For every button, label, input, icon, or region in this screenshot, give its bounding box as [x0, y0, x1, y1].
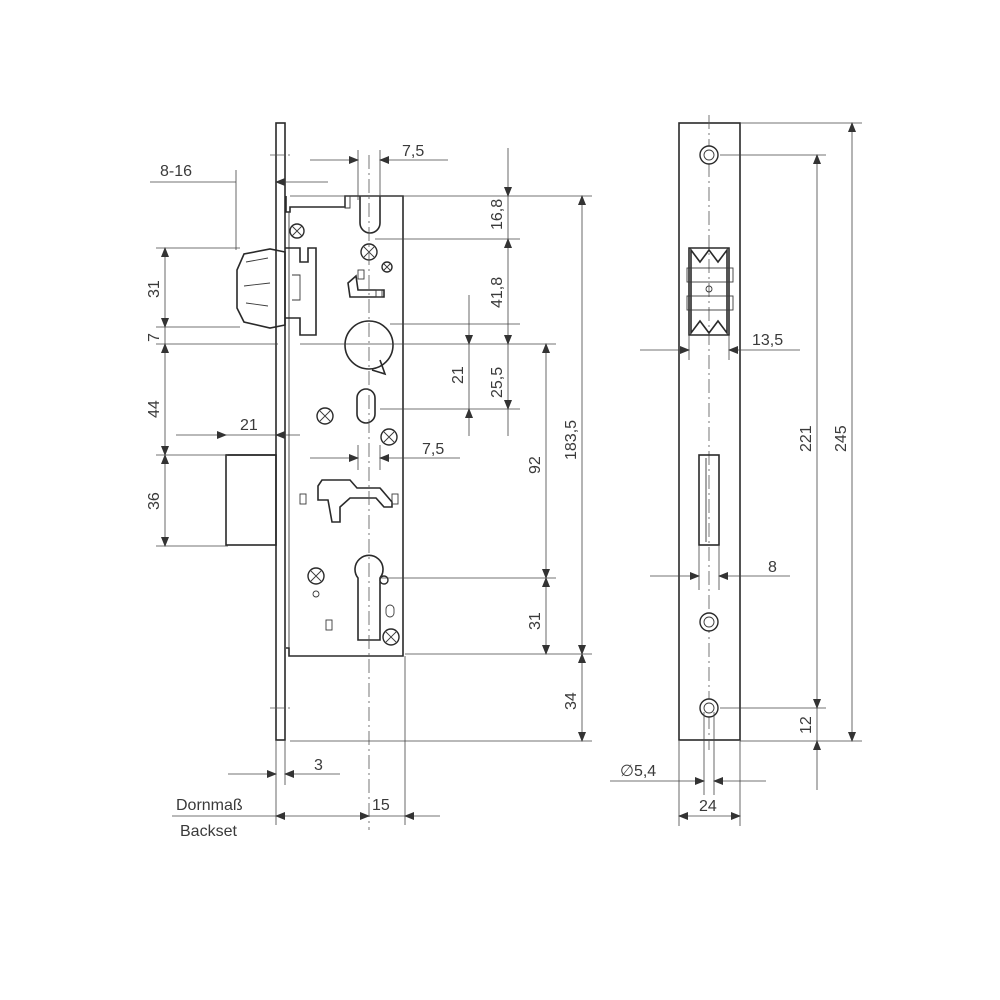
faceplate-front [678, 122, 741, 741]
faceplate-side [275, 122, 286, 741]
handle-hub [344, 320, 394, 376]
follower-slot [359, 196, 381, 234]
dim-follower-offset-mid: 7,5 [422, 441, 444, 458]
screw-icon [289, 223, 305, 239]
dim-faceplate-width: 24 [699, 798, 717, 815]
dim-hole-to-bottom: 12 [798, 716, 815, 734]
deadbolt-opening [698, 454, 720, 546]
dim-hole-offset-top: 13,5 [752, 332, 783, 349]
side-view-dimensions: 8-16 7,5 16,8 41,8 21 25,5 92 31 183,5 3… [146, 143, 592, 840]
dim-cylinder-to-case-bottom: 31 [527, 612, 544, 630]
dim-handle-to-cylinder: 92 [527, 456, 544, 474]
dim-gap-latch-deadbolt: 7 [146, 333, 163, 342]
dim-slot-height: 25,5 [489, 367, 506, 398]
dim-faceplate-length: 245 [833, 425, 850, 452]
slot [356, 388, 376, 424]
dim-case-bottom-to-plate-end: 34 [563, 692, 580, 710]
dim-follower-to-handle: 41,8 [489, 277, 506, 308]
screw-icon [307, 567, 325, 585]
dim-latch-height: 31 [146, 280, 163, 298]
lock-side-view [225, 122, 404, 830]
latch-opening [686, 247, 734, 336]
screw-icon [379, 575, 389, 585]
screw-icon [316, 407, 334, 425]
deadbolt [225, 454, 277, 546]
dim-case-height: 183,5 [563, 420, 580, 460]
screw-hole-icon [699, 698, 719, 718]
dim-deadbolt-gap: 44 [146, 400, 163, 418]
dim-handle-to-slot: 21 [450, 366, 467, 384]
label-backset-de: Dornmaß [176, 797, 243, 814]
dim-hole-spacing: 221 [798, 425, 815, 452]
screw-hole-icon [699, 145, 719, 165]
dim-top-to-follower: 16,8 [489, 199, 506, 230]
dim-backset-range: 8-16 [160, 163, 192, 180]
screw-icon [382, 628, 400, 646]
label-backset-en: Backset [180, 823, 237, 840]
dim-slot-width: 8 [768, 559, 777, 576]
dim-deadbolt-height: 36 [146, 492, 163, 510]
screw-icon [381, 261, 393, 273]
screw-hole-icon [699, 612, 719, 632]
latch-bolt [236, 247, 317, 336]
dim-hole-diameter: ∅5,4 [620, 763, 656, 780]
faceplate-front-view [678, 115, 741, 750]
dim-deadbolt-throw: 21 [240, 417, 258, 434]
screw-icon [380, 428, 398, 446]
dim-follower-offset-top: 7,5 [402, 143, 424, 160]
front-view-dimensions: 245 221 12 13,5 8 ∅5,4 24 [610, 122, 862, 826]
dim-backset: 15 [372, 797, 390, 814]
dim-faceplate-thickness: 3 [314, 757, 323, 774]
